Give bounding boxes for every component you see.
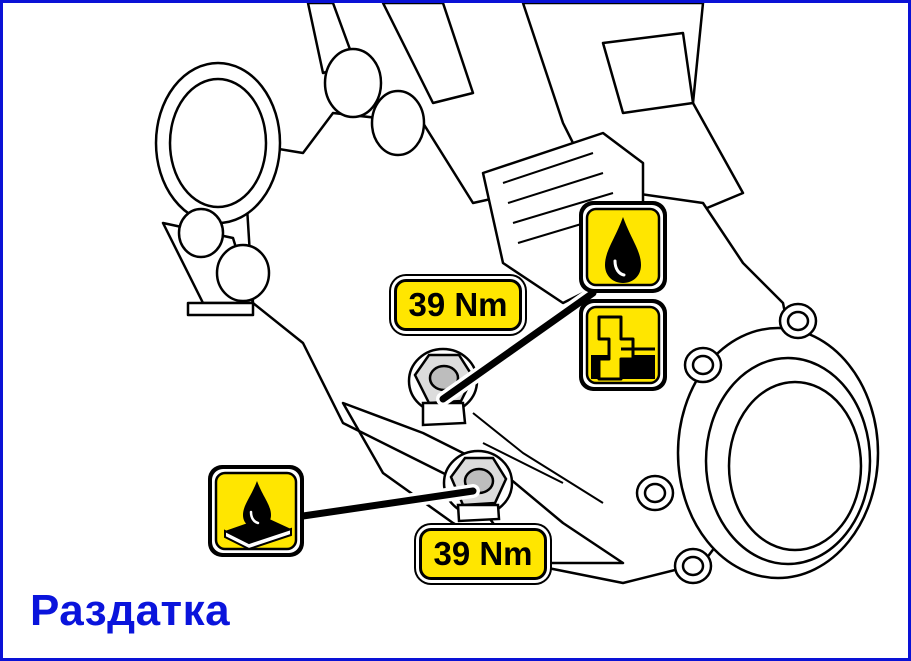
diagram-caption: Раздатка <box>30 586 231 635</box>
sealant-pad-icon <box>208 465 304 557</box>
transfer-case-drawing <box>154 3 880 585</box>
oil-drop-icon <box>579 201 667 293</box>
leader-lines <box>296 286 600 523</box>
torque-label-fill-plug: 39 Nm <box>394 279 522 331</box>
drain-plug-icon <box>579 299 667 391</box>
torque-label-drain-plug: 39 Nm <box>419 528 547 580</box>
